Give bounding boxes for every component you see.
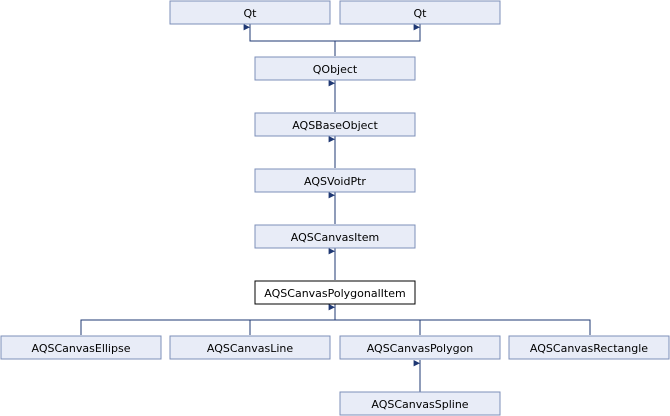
class-node-aqs-canvas-polygonal-item: AQSCanvasPolygonalItem xyxy=(254,280,416,305)
class-node-label: AQSBaseObject xyxy=(292,119,378,132)
class-node-aqs-canvas-ellipse[interactable]: AQSCanvasEllipse xyxy=(0,335,162,360)
class-node-aqs-void-ptr[interactable]: AQSVoidPtr xyxy=(254,168,416,193)
class-node-label: Qt xyxy=(244,7,258,20)
class-node-aqs-canvas-item[interactable]: AQSCanvasItem xyxy=(254,224,416,249)
class-node-label: AQSCanvasRectangle xyxy=(530,342,648,355)
class-node-aqs-canvas-spline[interactable]: AQSCanvasSpline xyxy=(339,391,501,416)
class-node-aqs-canvas-rectangle[interactable]: AQSCanvasRectangle xyxy=(508,335,670,360)
class-node-aqs-canvas-line[interactable]: AQSCanvasLine xyxy=(169,335,331,360)
class-node-label: Qt xyxy=(414,7,428,20)
class-node-label: AQSVoidPtr xyxy=(304,175,366,188)
class-node-aqs-base-object[interactable]: AQSBaseObject xyxy=(254,112,416,137)
class-node-label: AQSCanvasPolygon xyxy=(367,342,474,355)
class-node-label: AQSCanvasItem xyxy=(291,231,379,244)
class-node-label: QObject xyxy=(313,63,358,76)
class-node-qt-left[interactable]: Qt xyxy=(169,0,331,25)
edge-qobject-to-qt-left xyxy=(243,24,336,56)
class-node-label: AQSCanvasLine xyxy=(207,342,294,355)
class-node-qobject[interactable]: QObject xyxy=(254,56,416,81)
edges-layer xyxy=(80,24,591,392)
class-node-label: AQSCanvasEllipse xyxy=(32,342,131,355)
edge-qobject-to-qt-right xyxy=(335,24,421,42)
class-node-qt-right[interactable]: Qt xyxy=(339,0,501,25)
edge-aqs-canvas-rectangle-to-aqs-canvas-polygonal-item xyxy=(335,319,591,335)
class-node-label: AQSCanvasPolygonalItem xyxy=(264,287,405,300)
class-node-aqs-canvas-polygon[interactable]: AQSCanvasPolygon xyxy=(339,335,501,360)
class-node-label: AQSCanvasSpline xyxy=(371,398,468,411)
edge-aqs-canvas-ellipse-to-aqs-canvas-polygonal-item xyxy=(80,319,335,335)
